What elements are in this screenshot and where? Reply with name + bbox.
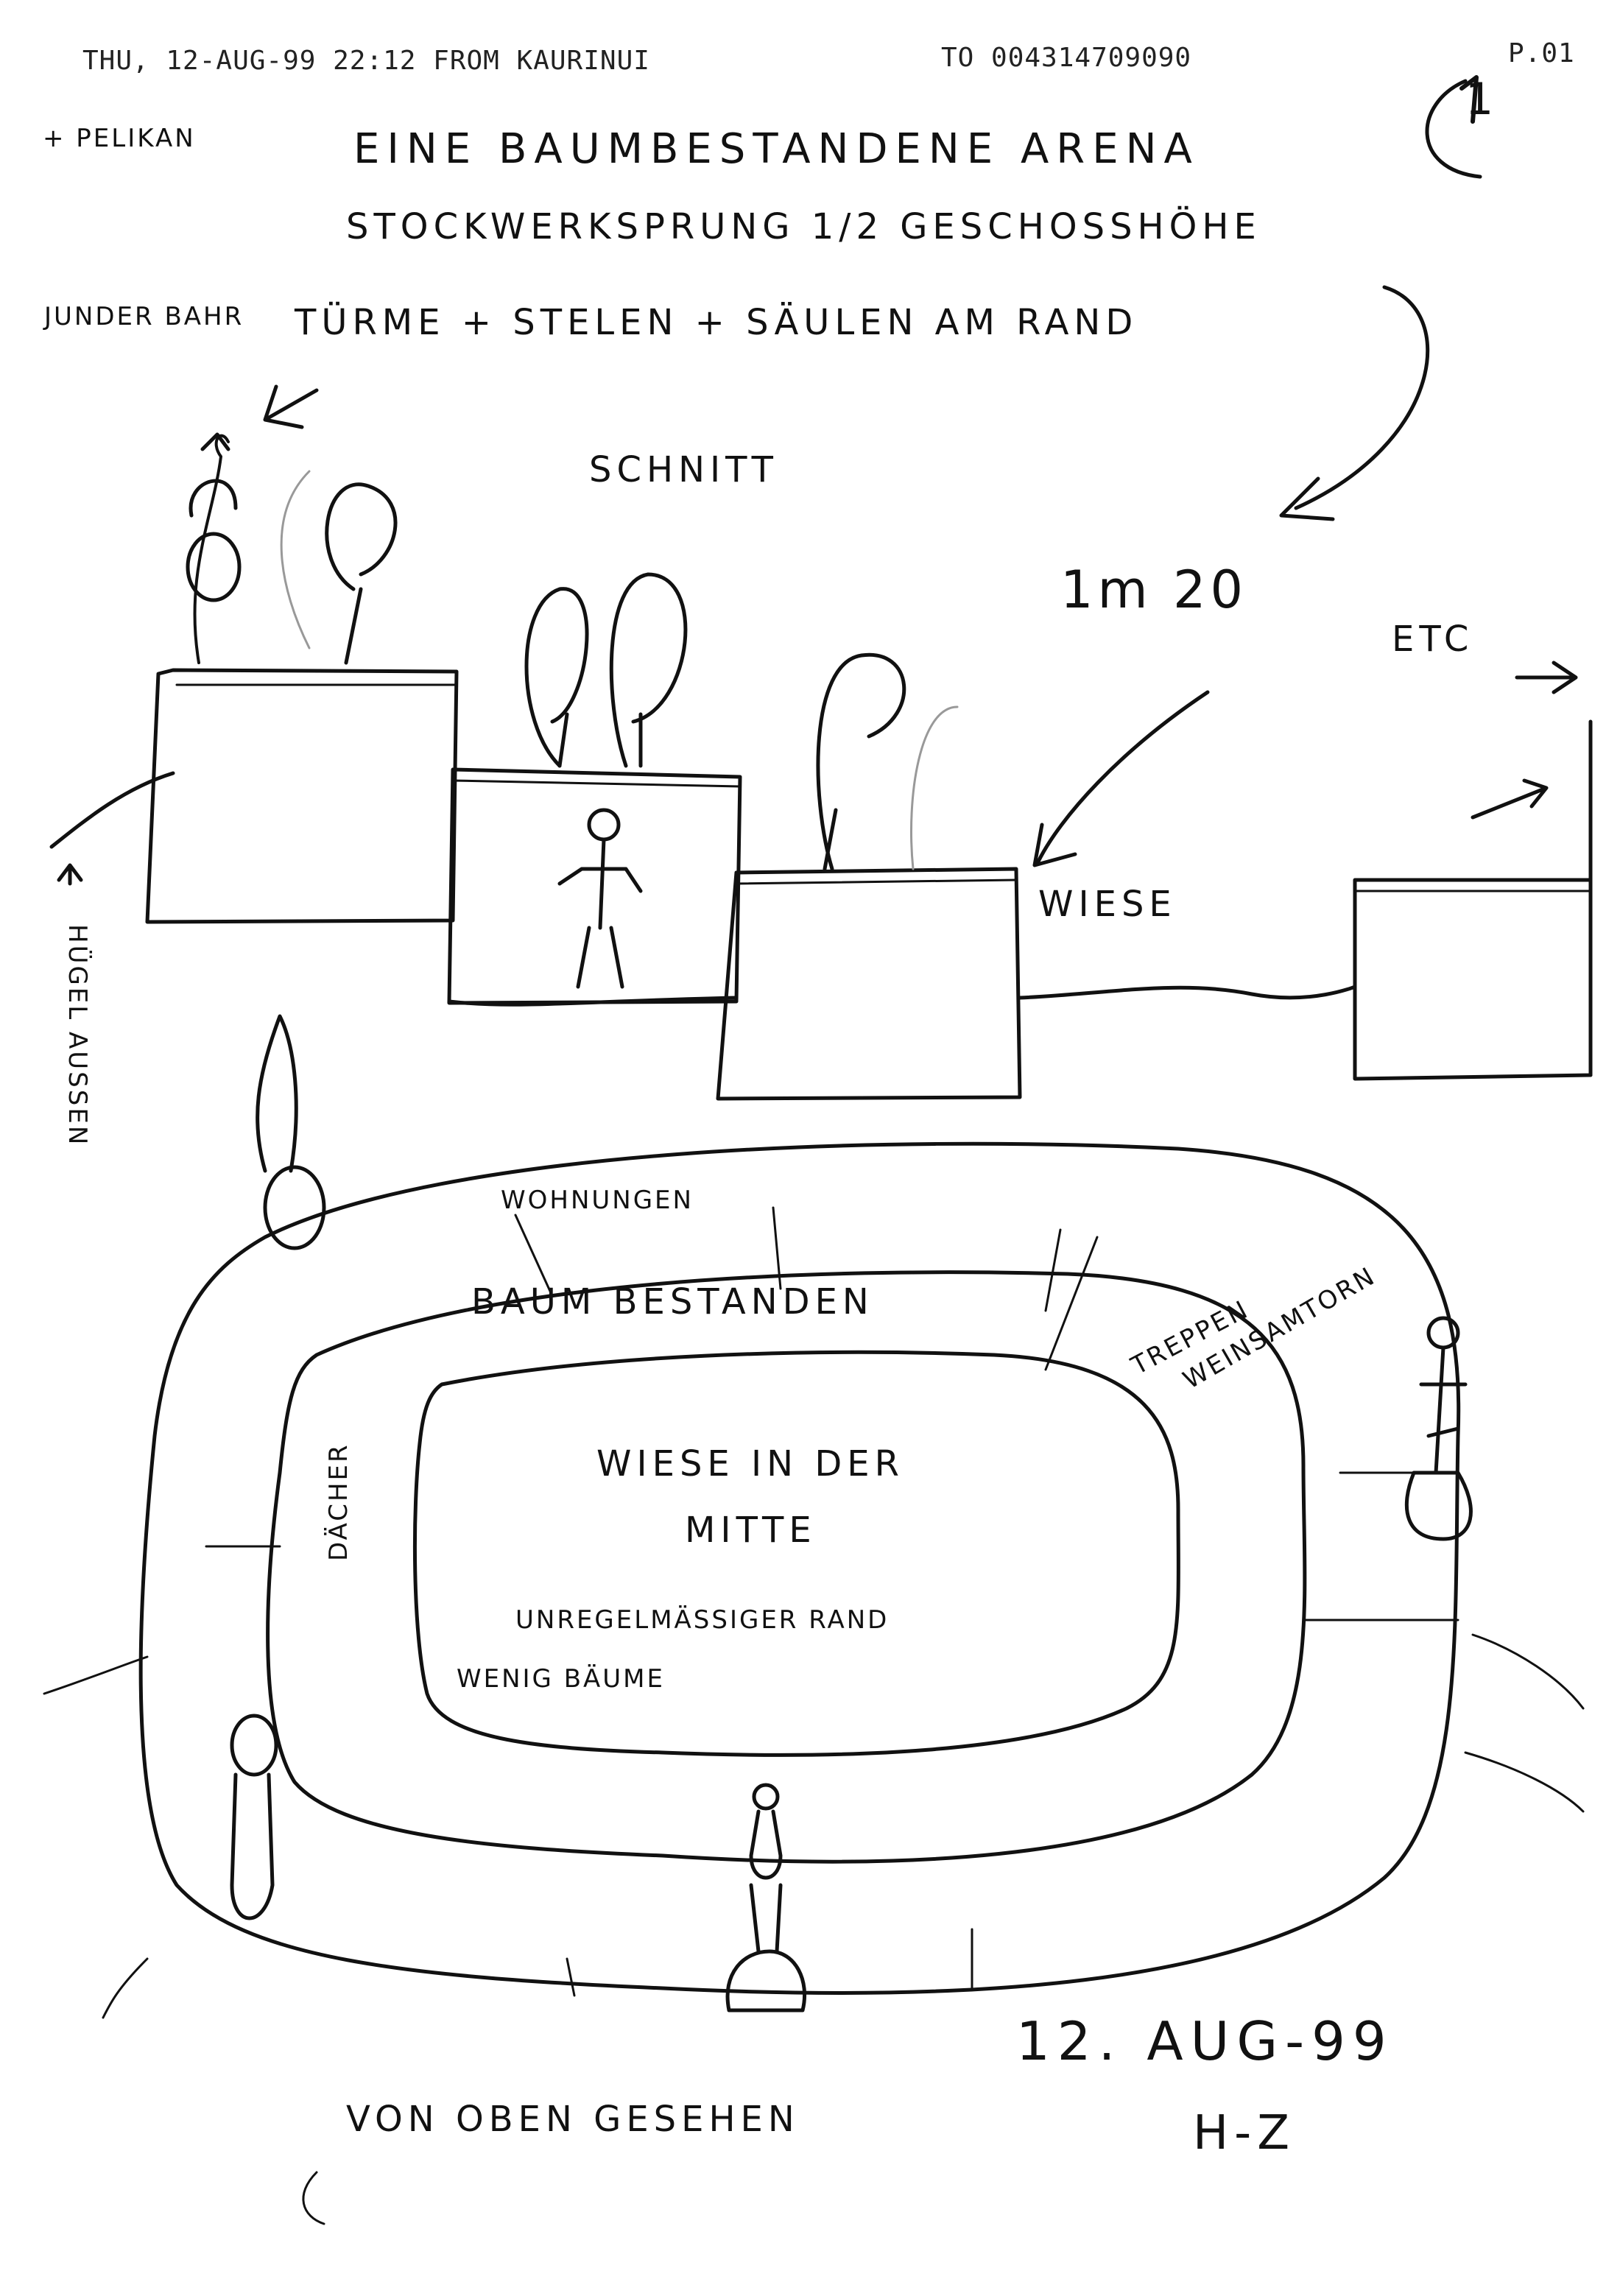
plan-wiese-line-1: WIESE IN DER xyxy=(596,1443,904,1485)
signature-curl xyxy=(302,2171,325,2225)
section-etc: ETC xyxy=(1392,619,1474,660)
section-hugel-aussen: HÜGEL AUSSEN xyxy=(63,924,92,1147)
plan-von-oben-gesehen: VON OBEN GESEHEN xyxy=(346,2099,800,2140)
plan-drawing xyxy=(43,1014,1585,2019)
section-wiese: WIESE xyxy=(1038,884,1177,925)
corner-arc xyxy=(1425,79,1482,179)
leader-arrowhead xyxy=(1279,476,1335,521)
fax-page-number: P.01 xyxy=(1508,38,1575,68)
note-pelikan: + PELIKAN xyxy=(43,124,196,153)
section-drawing xyxy=(49,432,1593,1101)
plan-tower-left-bottom xyxy=(230,1714,278,1920)
signature-date: 12. AUG-99 xyxy=(1016,2010,1394,2072)
note-junder-bahr: JUNDER BAHR xyxy=(44,302,244,331)
signature-initials: H-Z xyxy=(1193,2106,1296,2161)
title-line-2: STOCKWERKSPRUNG 1/2 GESCHOSSHÖHE xyxy=(346,206,1261,247)
plan-wohnungen: WOHNUNGEN xyxy=(501,1186,694,1215)
section-label: SCHNITT xyxy=(589,449,778,490)
title-line-1: EINE BAUMBESTANDENE ARENA xyxy=(353,125,1200,173)
fax-header-recipient: TO 004314709090 xyxy=(941,43,1192,73)
plan-tower-left-top xyxy=(256,1014,326,1250)
corner-tick xyxy=(1459,75,1479,124)
fax-header-left: THU, 12-AUG-99 22:12 FROM KAURINUI xyxy=(82,46,650,76)
title-line-3: TÜRME + STELEN + SÄULEN AM RAND xyxy=(295,302,1138,343)
plan-wiese-line-2: MITTE xyxy=(685,1510,817,1551)
corner-mark: 1 xyxy=(1465,74,1494,125)
leader-curve xyxy=(1294,285,1430,510)
plan-dacher: DÄCHER xyxy=(324,1443,353,1561)
plan-wenig-baume: WENIG BÄUME xyxy=(457,1664,666,1694)
plan-tower-center-bottom xyxy=(725,1783,807,2012)
junder-arrow xyxy=(263,384,319,429)
section-dimension: 1m 20 xyxy=(1060,560,1248,620)
plan-baum-bestanden: BAUM BESTANDEN xyxy=(471,1281,874,1323)
plan-tower-right xyxy=(1404,1316,1473,1541)
plan-unregelmassiger-rand: UNREGELMÄSSIGER RAND xyxy=(515,1605,890,1635)
